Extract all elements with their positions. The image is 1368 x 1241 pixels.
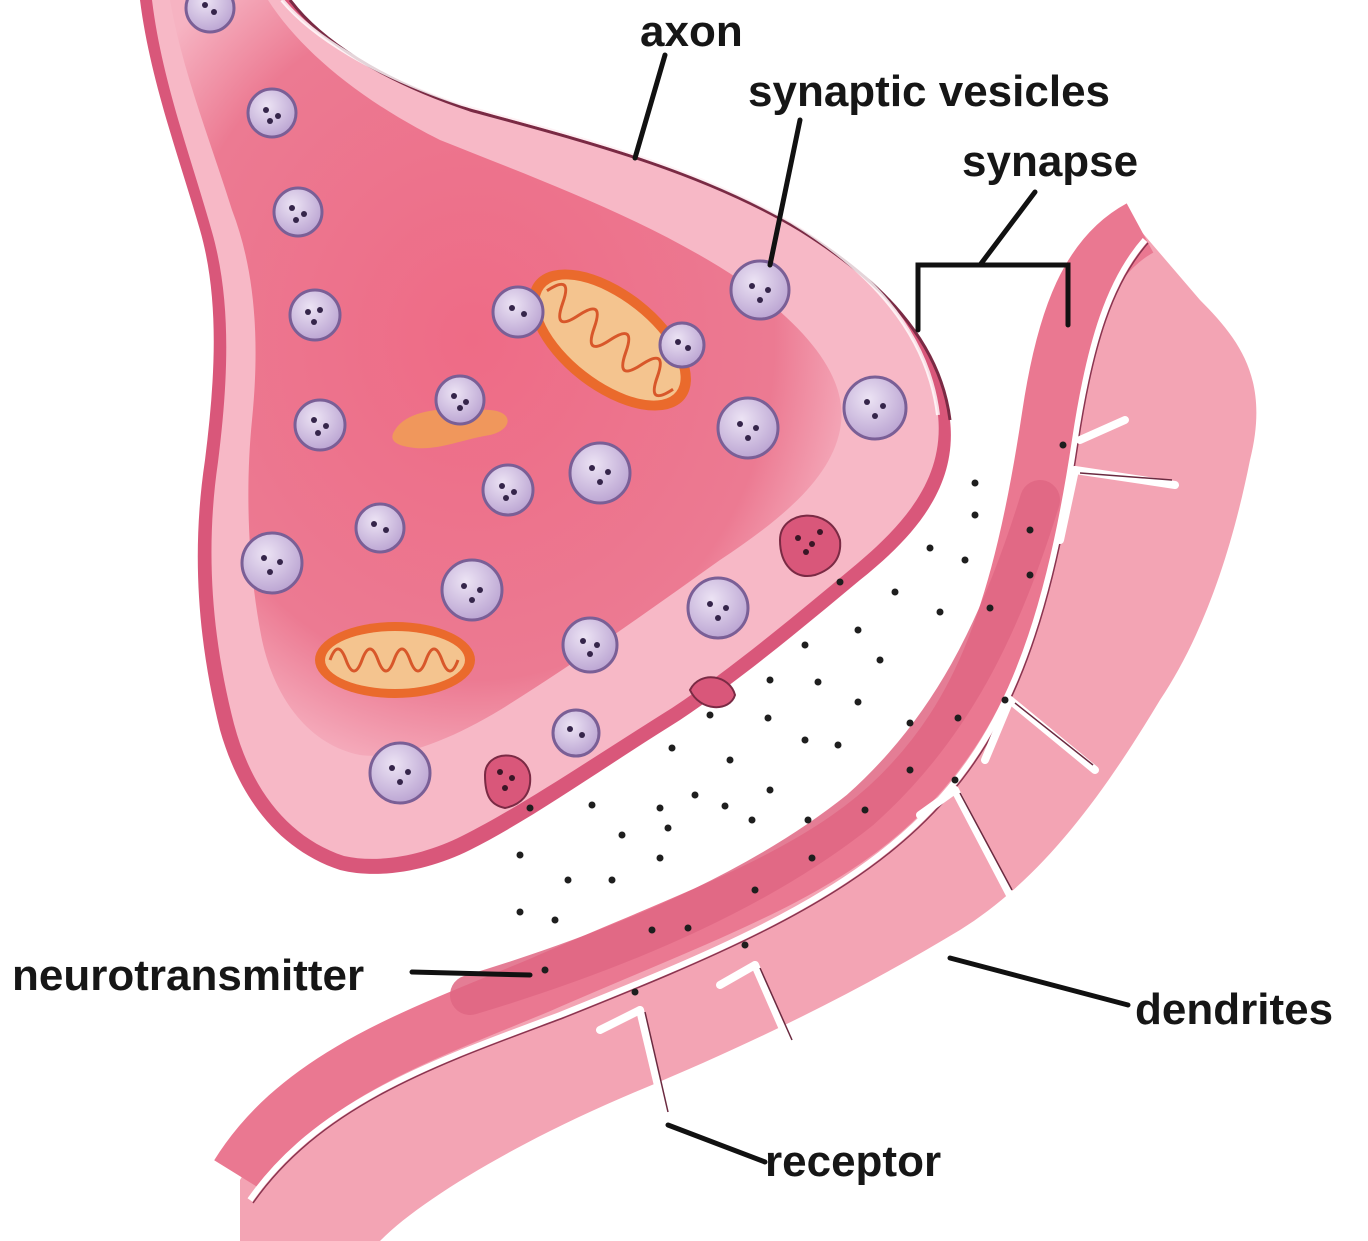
vesicle [731, 261, 789, 319]
vesicle [356, 504, 404, 552]
leader-receptor [668, 1125, 765, 1162]
vesicle [493, 287, 543, 337]
label-synaptic-vesicles: synaptic vesicles [748, 70, 1110, 114]
label-receptor: receptor [765, 1140, 941, 1184]
vesicle [248, 89, 296, 137]
leader-neurotransmitter [412, 972, 530, 975]
vesicle [370, 743, 430, 803]
vesicle [442, 560, 502, 620]
vesicle [563, 618, 617, 672]
label-dendrites: dendrites [1135, 988, 1333, 1032]
label-axon: axon [640, 10, 743, 54]
leader-synapse [980, 192, 1035, 265]
leader-dendrites [950, 958, 1128, 1005]
vesicle [844, 377, 906, 439]
vesicle [295, 400, 345, 450]
vesicle [242, 533, 302, 593]
vesicle [274, 188, 322, 236]
vesicle [436, 376, 484, 424]
mitochondrion [315, 622, 475, 698]
vesicle [570, 443, 630, 503]
vesicle [718, 398, 778, 458]
vesicle [688, 578, 748, 638]
vesicle [660, 323, 704, 367]
vesicle [553, 710, 599, 756]
label-neurotransmitter: neurotransmitter [12, 954, 364, 998]
label-synapse: synapse [962, 140, 1138, 184]
leader-axon [635, 55, 665, 158]
vesicle [290, 290, 340, 340]
vesicle [483, 465, 533, 515]
